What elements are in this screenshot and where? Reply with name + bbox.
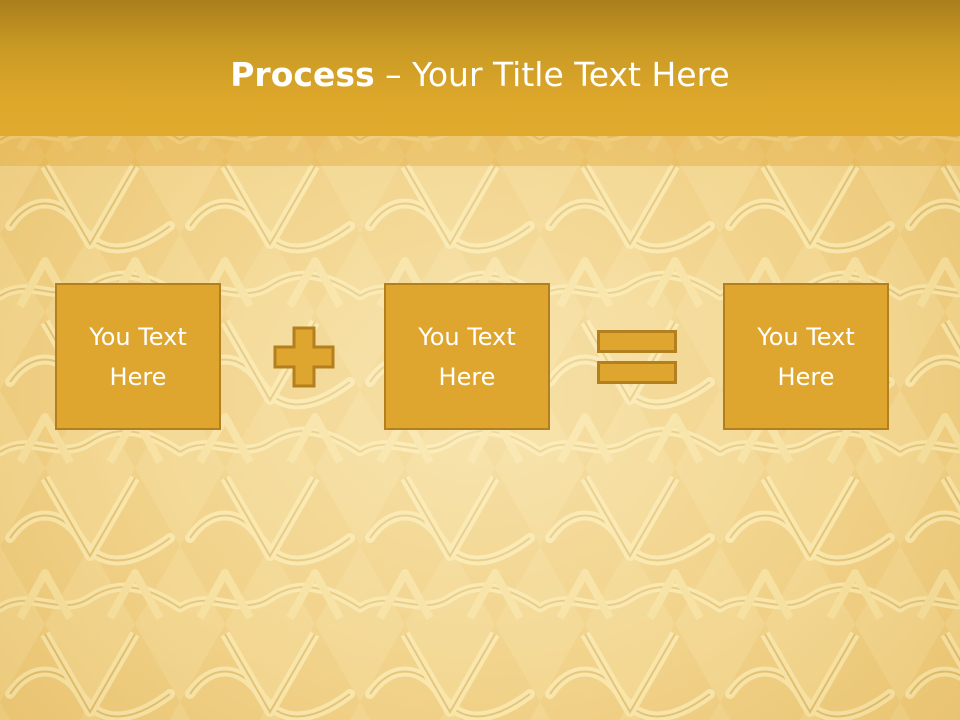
process-box-2-label: You Text Here [418,322,516,391]
process-box-3-label: You Text Here [757,322,855,391]
title-band-shadow [0,136,960,166]
process-box-1-label: You Text Here [89,322,187,391]
title-rest: Your Title Text Here [412,55,730,94]
plus-icon [273,326,335,388]
equals-icon [597,330,677,384]
process-box-3[interactable]: You Text Here [723,283,889,430]
slide-title: Process – Your Title Text Here [0,54,960,96]
title-bold: Process [230,55,375,94]
process-box-1[interactable]: You Text Here [55,283,221,430]
process-box-2[interactable]: You Text Here [384,283,550,430]
title-dash: – [374,55,413,94]
title-band [0,0,960,136]
